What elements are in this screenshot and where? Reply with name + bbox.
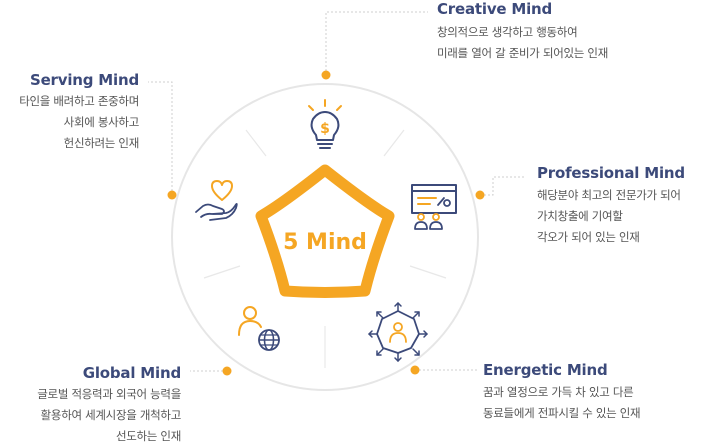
description-line: 헌신하려는 인재: [63, 136, 140, 150]
dot-creative: [321, 70, 331, 80]
global-mind-title: Global Mind: [82, 364, 181, 382]
serving-mind-title: Serving Mind: [29, 71, 139, 89]
dot-serving: [167, 190, 177, 200]
ring-dots: [167, 70, 485, 376]
description-line: 타인을 배려하고 존중하며: [19, 94, 139, 108]
description-line: 각오가 되어 있는 인재: [537, 230, 640, 244]
energetic-mind-block: Energetic Mind 꿈과 열정으로 가득 차 있고 다른 동료들에게 …: [483, 361, 641, 424]
person-globe-icon: [238, 306, 280, 351]
description-line: 동료들에게 전파시킬 수 있는 인재: [483, 406, 641, 420]
professional-mind-title: Professional Mind: [537, 164, 685, 182]
description-line: 꿈과 열정으로 가득 차 있고 다른: [483, 385, 634, 399]
lightbulb-dollar-icon: $: [308, 99, 342, 149]
description-line: 해당분야 최고의 전문가가 되어: [537, 188, 681, 202]
dot-professional: [475, 190, 485, 200]
description-line: 가치창출에 기여할: [537, 209, 623, 223]
divider-lines: [203, 129, 447, 368]
energetic-mind-description: 꿈과 열정으로 가득 차 있고 다른 동료들에게 전파시킬 수 있는 인재: [483, 382, 641, 424]
description-line: 활용하여 세계시장을 개척하고: [40, 408, 182, 422]
global-mind-description: 글로벌 적응력과 외국어 능력을 활용하여 세계시장을 개척하고 선도하는 인재: [37, 384, 181, 447]
creative-mind-description: 창의적으로 생각하고 행동하여 미래를 열어 갈 준비가 되어있는 인재: [437, 22, 608, 64]
professional-mind-block: Professional Mind 해당분야 최고의 전문가가 되어 가치창출에…: [537, 164, 685, 248]
description-line: 사회에 봉사하고: [63, 115, 140, 129]
serving-mind-description: 타인을 배려하고 존중하며 사회에 봉사하고 헌신하려는 인재: [19, 91, 139, 154]
presentation-board-icon: [411, 184, 457, 230]
global-mind-block: Global Mind 글로벌 적응력과 외국어 능력을 활용하여 세계시장을 …: [37, 364, 181, 447]
professional-mind-description: 해당분야 최고의 전문가가 되어 가치창출에 기여할 각오가 되어 있는 인재: [537, 185, 685, 248]
center-label: 5 Mind: [283, 230, 367, 255]
creative-mind-title: Creative Mind: [437, 0, 553, 18]
outer-ring: [171, 83, 479, 391]
dot-global: [222, 366, 232, 376]
energetic-mind-title: Energetic Mind: [483, 361, 608, 379]
description-line: 글로벌 적응력과 외국어 능력을: [37, 387, 181, 401]
dot-energetic: [410, 365, 420, 375]
svg-text:$: $: [320, 121, 330, 137]
heart-hand-icon: [195, 180, 238, 221]
person-radiating-arrows-icon: [368, 302, 428, 362]
description-line: 선도하는 인재: [115, 429, 181, 443]
center-pentagon-star: [255, 164, 395, 298]
creative-mind-block: Creative Mind 창의적으로 생각하고 행동하여 미래를 열어 갈 준…: [437, 0, 608, 64]
description-line: 미래를 열어 갈 준비가 되어있는 인재: [437, 46, 608, 60]
connector-lines: [148, 11, 526, 372]
description-line: 창의적으로 생각하고 행동하여: [437, 25, 578, 39]
serving-mind-block: Serving Mind 타인을 배려하고 존중하며 사회에 봉사하고 헌신하려…: [19, 71, 139, 154]
